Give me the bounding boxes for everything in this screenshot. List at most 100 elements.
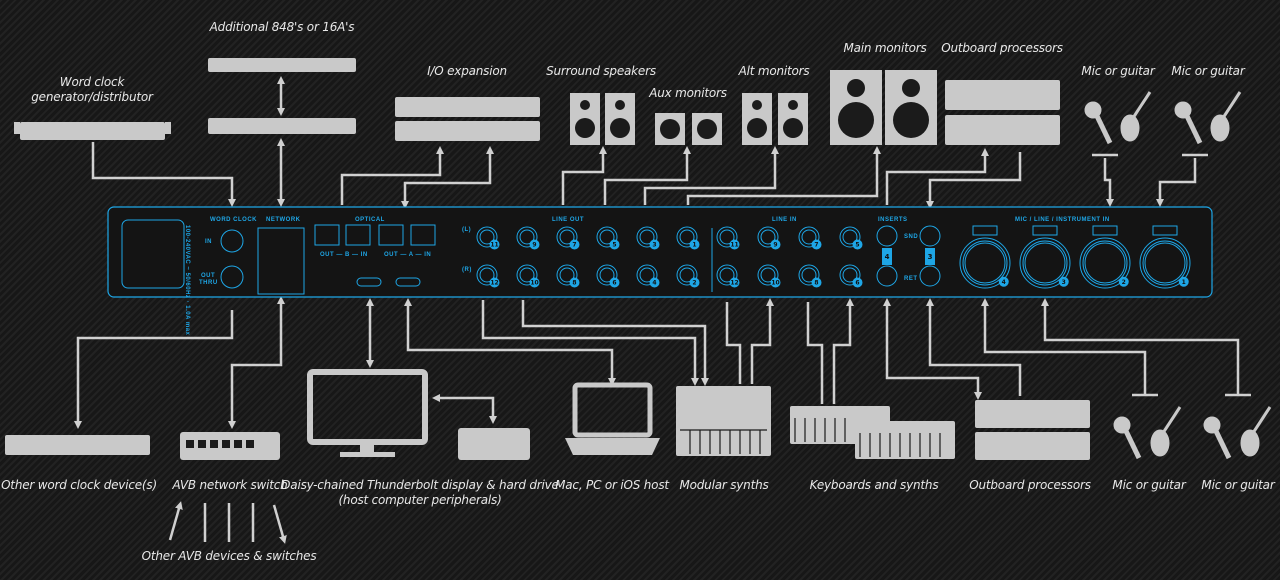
line-in-jack-number-badge [770,277,781,288]
combo-xlr-jack-inner [1142,240,1188,286]
line-out-jack-number: 2 [692,280,696,287]
word-clock-label: WORD CLOCK [210,217,257,223]
mic-icon [1203,416,1232,460]
line-out-jack-number: 7 [572,242,576,249]
optical-a-label: OUT — A — IN [384,252,431,258]
line-out-jack-number-badge [569,239,580,250]
line-out-label: LINE OUT [552,217,584,223]
insert-return-jack [919,265,941,287]
line-in-jack-number-badge [729,277,740,288]
line-in-jack-number-badge [852,239,863,250]
combo-xlr-jack [1139,237,1191,289]
line-out-jack-inner [679,229,695,245]
line-out-jack [476,226,498,248]
line-out-jack-number-badge [649,277,660,288]
mic-guitar-bottom-label-1: Mic or guitar [1112,478,1186,492]
line-out-jack-number: 12 [490,280,498,287]
combo-xlr-jack-inner [1022,240,1068,286]
line-in-jack [757,264,779,286]
surround-speakers-icon [570,93,635,145]
line-in-jack-inner [719,229,735,245]
line-in-jack-number: 6 [855,280,859,287]
other-word-clock-device-icon [5,435,150,455]
line-in-jack [798,264,820,286]
display-drive-line [432,394,497,424]
line-out-jack-inner [679,267,695,283]
main-monitors-label: Main monitors [843,41,927,55]
line-out-jack-inner [559,267,575,283]
ret-label: RET [904,276,918,282]
insert-bottom-2 [926,298,1022,396]
line-in-jack-number: 7 [814,242,818,249]
wordclock-in-line [91,142,236,207]
optical-a-line [401,146,494,209]
line-out-jack [596,264,618,286]
line-in-jack-inner [842,267,858,283]
synth-line-in [725,302,770,384]
mic-icon [1174,101,1203,145]
combo-xlr-jack [1019,237,1071,289]
alt-monitors-label: Alt monitors [738,64,810,78]
line-out-jack-number: 11 [490,242,498,249]
aux-line [603,146,691,205]
line-out-jack-inner [599,229,615,245]
line-in-jack [839,264,861,286]
thunderbolt-a-line [404,298,616,386]
combo-xlr-jack-number: 1 [1182,279,1186,286]
line-out-jack-number-badge [529,277,540,288]
combo-xlr-jack-number-badge [998,276,1009,287]
line-in-jack-number-badge [852,277,863,288]
wc-out-label: OUT [201,273,215,279]
line-in-jack-inner [760,267,776,283]
io-expansion-label: I/O expansion [427,64,507,78]
line-in-jack-number: 11 [730,242,738,249]
line-out-jack [676,264,698,286]
line-out-jack-number-badge [689,239,700,250]
speaker-cones [186,79,929,448]
outboard-processors-bottom-icon [975,400,1090,460]
line-in-jack-number: 10 [771,280,779,287]
line-in-jack-number-badge [811,239,822,250]
daisy-chain-label-line1: Daisy-chained Thunderbolt display & hard… [281,478,559,492]
line-out-jack-number-badge [609,239,620,250]
combo-xlr-jack-number-badge [1118,276,1129,287]
line-out-jack-number-badge [689,277,700,288]
mic-icon [1113,416,1142,460]
guitar-icon [1120,91,1152,142]
guitar-icon [1150,406,1182,457]
keyboards-synths-label: Keyboards and synths [809,478,939,492]
line-out-jack-number: 9 [532,242,536,249]
outboard-processors-top-label: Outboard processors [941,41,1063,55]
wc-in-label: IN [205,239,212,245]
word-clock-generator-label-line1: Word clock [59,75,125,89]
line-out-jack [476,264,498,286]
line-out-jack [636,226,658,248]
surround-line [561,146,607,205]
combo-xlr-ring [1024,242,1066,284]
keyboard-line-in [806,302,850,404]
line-out-jack-number-badge [609,277,620,288]
line-out-jack-inner [599,267,615,283]
snd-label: SND [904,234,918,240]
combo-xlr-ring [1084,242,1126,284]
line-out-jack-number-badge [649,239,660,250]
outboard-processors-bottom-label: Outboard processors [969,478,1091,492]
other-avb-devices-label: Other AVB devices & switches [141,549,317,563]
line-out-jack-number: 5 [612,242,616,249]
insert-number-badge [925,248,935,265]
line-out-synth-2 [521,300,709,386]
combo-xlr-jack-number-badge [1178,276,1189,287]
line-in-jack-number: 9 [773,242,777,249]
line-out-jack-number: 10 [530,280,538,287]
line-in-jack-number: 5 [855,242,859,249]
combo-xlr-jack [1079,237,1131,289]
mic-guitar-top-label-1: Mic or guitar [1081,64,1155,78]
right-label: (R) [462,267,472,273]
insert-bottom-1 [883,298,982,400]
aux-monitors-label: Aux monitors [649,86,727,100]
line-in-label: LINE IN [772,217,797,223]
line-in-jack-number: 12 [730,280,738,287]
thunderbolt-ports [356,277,421,287]
word-clock-in-jack [220,229,244,253]
optical-b-label: OUT — B — IN [320,252,368,258]
